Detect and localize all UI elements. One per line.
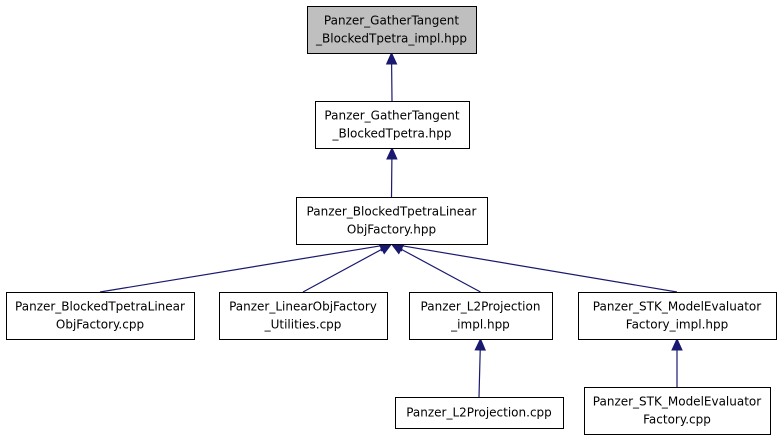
- node-label-line: ObjFactory.hpp: [347, 223, 436, 237]
- node-label-line: Factory_impl.hpp: [626, 318, 728, 332]
- node-l2projection-cpp[interactable]: Panzer_L2Projection.cpp: [395, 397, 564, 429]
- node-label-line: Panzer_LinearObjFactory: [229, 300, 377, 314]
- node-label-line: Panzer_BlockedTpetraLinear: [307, 205, 477, 219]
- node-label-line: Panzer_GatherTangent: [324, 109, 459, 123]
- node-box: [409, 292, 553, 340]
- edge-l2projection-impl-to-blocked-factory-hpp: [400, 248, 481, 293]
- node-box: [219, 292, 388, 340]
- edge-l2projection-cpp-to-l2projection-impl: [478, 349, 481, 398]
- node-label-line: Panzer_BlockedTpetraLinear: [15, 300, 185, 314]
- node-box: [315, 101, 470, 149]
- node-box: [307, 6, 477, 54]
- arrowhead-stk-model-evaluator-cpp-to-stk-model-evaluator-impl: [671, 337, 683, 351]
- node-label-line: ObjFactory.cpp: [56, 318, 144, 332]
- arrowhead-blocked-factory-hpp-to-gather-tangent: [386, 146, 398, 160]
- edge-stk-model-evaluator-impl-to-blocked-factory-hpp: [402, 245, 678, 293]
- node-label-line: Panzer_GatherTangent: [324, 14, 459, 28]
- node-label-line: Panzer_STK_ModelEvaluator: [593, 300, 761, 314]
- arrowhead-linear-obj-utilities-to-blocked-factory-hpp: [378, 243, 393, 255]
- nodes-layer: Panzer_GatherTangent _BlockedTpetra_impl.…: [6, 6, 777, 435]
- node-label-line: _impl.hpp: [450, 318, 510, 332]
- node-linear-obj-utilities[interactable]: Panzer_LinearObjFactory _Utilities.cpp: [219, 292, 388, 340]
- node-label-line: _BlockedTpetra.hpp: [331, 127, 451, 141]
- node-box: [578, 292, 777, 340]
- arrowhead-l2projection-cpp-to-l2projection-impl: [474, 337, 486, 351]
- node-gather-tangent-impl: Panzer_GatherTangent _BlockedTpetra_impl.…: [307, 6, 477, 54]
- node-box: [296, 197, 488, 245]
- node-box: [395, 397, 564, 429]
- node-label-line: Panzer_STK_ModelEvaluator: [593, 395, 761, 409]
- edge-linear-obj-utilities-to-blocked-factory-hpp: [302, 248, 383, 293]
- node-gather-tangent[interactable]: Panzer_GatherTangent _BlockedTpetra.hpp: [315, 101, 470, 149]
- node-label-line: _BlockedTpetra_impl.hpp: [315, 32, 467, 46]
- node-label-line: _Utilities.cpp: [264, 318, 342, 332]
- node-box: [6, 292, 195, 340]
- node-label-line: Panzer_L2Projection.cpp: [406, 406, 552, 420]
- node-box: [584, 387, 771, 435]
- node-stk-model-evaluator-impl[interactable]: Panzer_STK_ModelEvaluatorFactory_impl.hp…: [578, 292, 777, 340]
- edges-layer: [99, 51, 683, 398]
- edge-blocked-factory-cpp-to-blocked-factory-hpp: [99, 245, 381, 293]
- node-label-line: Panzer_L2Projection: [421, 300, 541, 314]
- node-label-line: Factory.cpp: [643, 413, 711, 427]
- node-l2projection-impl[interactable]: Panzer_L2Projection _impl.hpp: [409, 292, 553, 340]
- arrowhead-gather-tangent-to-gather-tangent-impl: [385, 51, 398, 65]
